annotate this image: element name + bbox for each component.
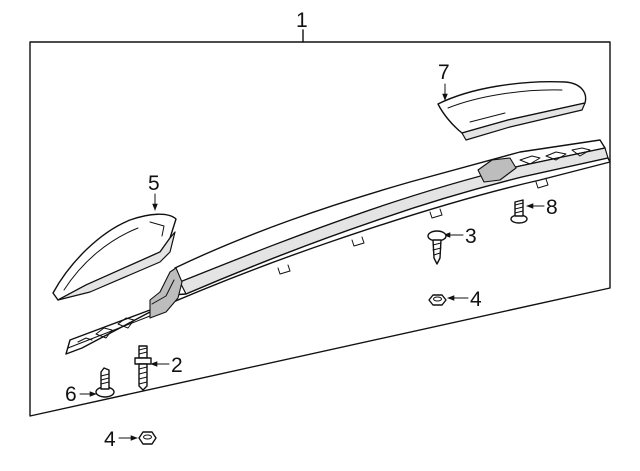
roof-rail (65, 139, 611, 355)
callout-8: 8 (546, 196, 558, 219)
callout-4-top: 4 (470, 288, 482, 311)
callout-7: 7 (438, 61, 450, 84)
callout-3: 3 (465, 225, 477, 248)
callout-4-bottom: 4 (104, 428, 116, 451)
stud-2 (134, 345, 152, 391)
screw-3 (427, 230, 447, 265)
callout-5: 5 (148, 172, 160, 195)
front-end-cap (52, 213, 177, 301)
nut-4-lower (138, 431, 157, 445)
nut-4-upper (428, 294, 447, 306)
assembly-frame (29, 41, 611, 417)
rear-end-cap (437, 81, 587, 141)
callout-2: 2 (171, 354, 183, 377)
bolt-6 (95, 367, 115, 398)
callout-1: 1 (296, 9, 308, 32)
callout-6: 6 (65, 383, 77, 406)
leader-arrows (79, 83, 545, 441)
screw-8 (510, 199, 528, 224)
